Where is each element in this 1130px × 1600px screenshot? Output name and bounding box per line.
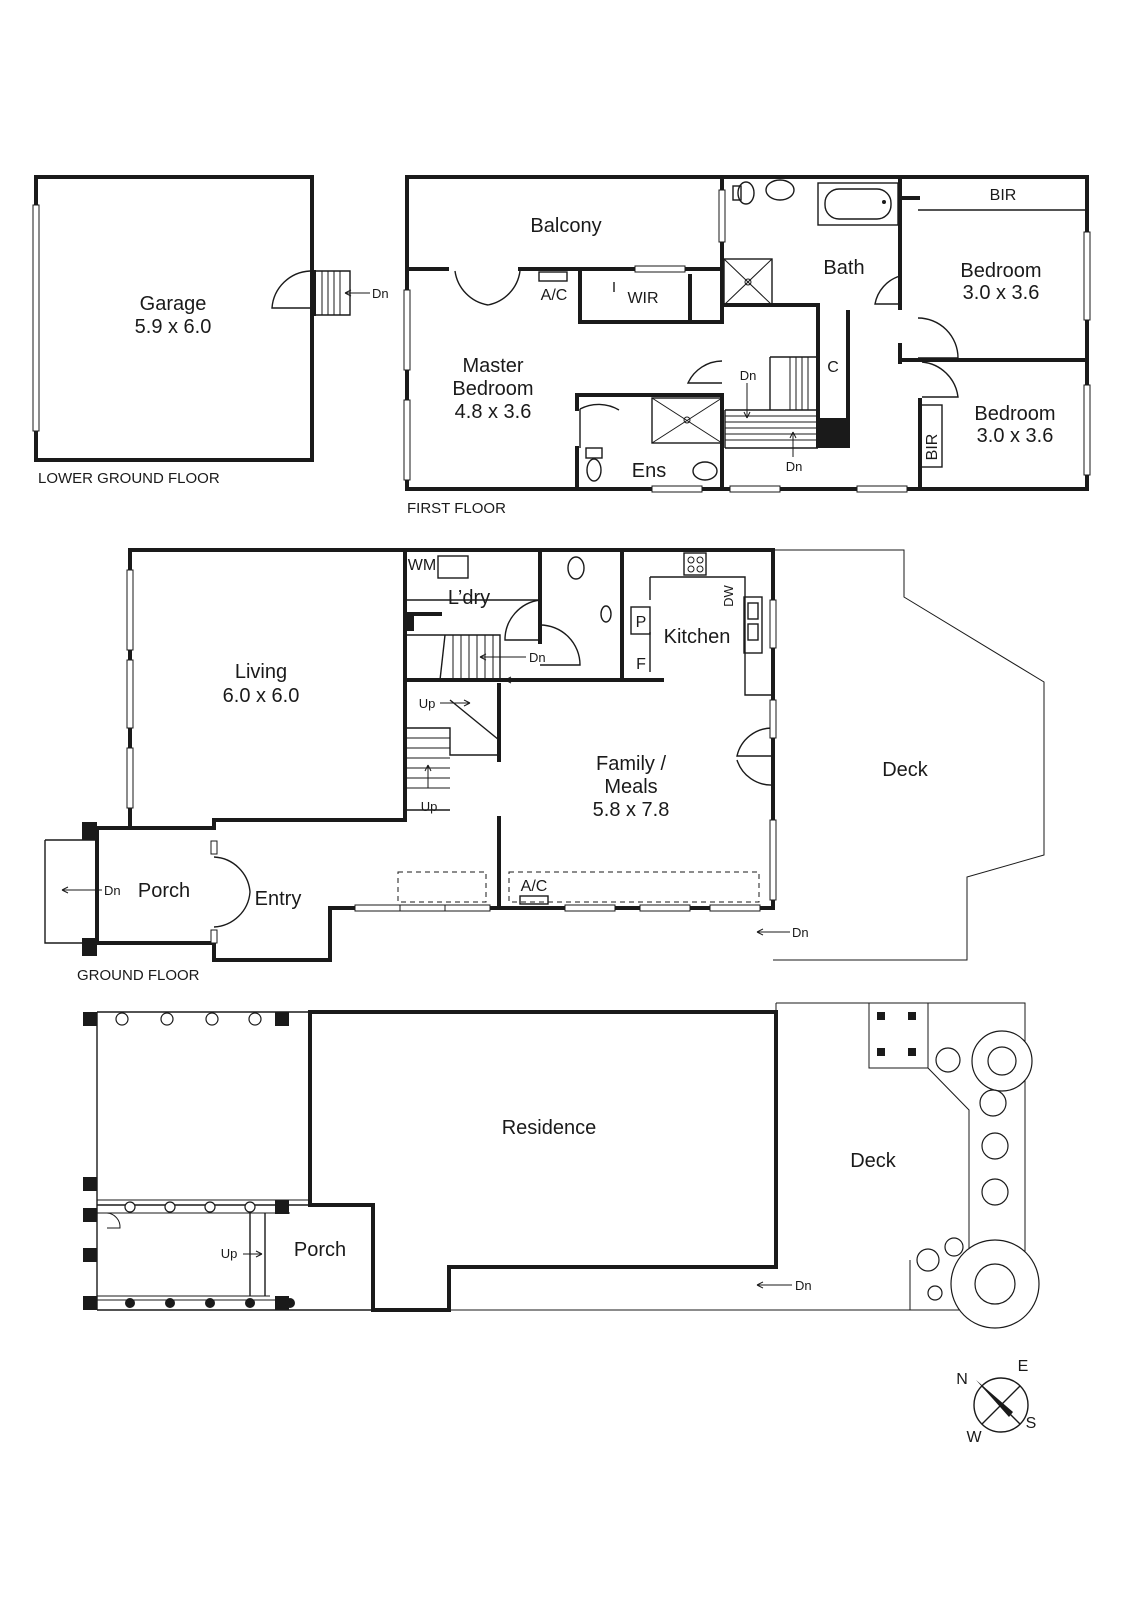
compass-w: W xyxy=(966,1429,982,1446)
kitchen-label: Kitchen xyxy=(664,626,731,648)
first-floor: BIR BIR Balcony A/C WIR Bath Bedroom 3.0… xyxy=(403,175,1091,517)
bedroom2-size: 3.0 x 3.6 xyxy=(977,425,1054,447)
living-label: Living xyxy=(235,661,287,683)
entry-label: Entry xyxy=(255,888,302,910)
bedroom2-label: Bedroom xyxy=(974,403,1055,425)
garage-window xyxy=(32,204,40,432)
family-size: 5.8 x 7.8 xyxy=(593,799,670,821)
lower-ground-floor: Dn Garage 5.9 x 6.0 LOWER GROUND FLOOR xyxy=(32,175,389,487)
site-up-label: Up xyxy=(221,1246,238,1261)
first-floor-outer-walls xyxy=(405,175,1089,491)
ground-floor-stair xyxy=(404,634,527,811)
pergola-posts xyxy=(115,1012,295,1308)
ground-floor: WM L’dry Living 6.0 x 6.0 Kitchen DW P F… xyxy=(44,548,1045,984)
meals-label: Meals xyxy=(604,776,657,798)
living-size: 6.0 x 6.0 xyxy=(223,685,300,707)
wm-label: WM xyxy=(408,557,436,574)
garage-size: 5.9 x 6.0 xyxy=(135,316,212,338)
bedroom1-size: 3.0 x 3.6 xyxy=(963,282,1040,304)
dw-label: DW xyxy=(721,584,736,606)
wir-label: WIR xyxy=(627,290,658,307)
garage-dn-label: Dn xyxy=(372,286,389,301)
deck-label: Deck xyxy=(882,759,929,781)
family-label: Family / xyxy=(596,753,666,775)
stair-up-top: Up xyxy=(419,696,436,711)
ground-floor-outer-walls xyxy=(95,548,775,962)
bath-label: Bath xyxy=(823,257,864,279)
residence-label: Residence xyxy=(502,1117,597,1139)
stair-up-bottom: Up xyxy=(421,799,438,814)
master-bedroom-label: Master xyxy=(462,355,523,377)
compass-n: N xyxy=(956,1371,968,1388)
site-porch-label: Porch xyxy=(294,1239,346,1261)
master-bedroom-label-2: Bedroom xyxy=(452,378,533,400)
first-floor-caption: FIRST FLOOR xyxy=(407,500,506,517)
cupboard-label: C xyxy=(827,359,839,376)
lower-ground-caption: LOWER GROUND FLOOR xyxy=(38,470,220,487)
site-deck-label: Deck xyxy=(850,1150,897,1172)
compass-s: S xyxy=(1026,1415,1037,1432)
laundry-label: L’dry xyxy=(448,587,490,609)
bir-top-label: BIR xyxy=(990,187,1017,204)
bedroom1-label: Bedroom xyxy=(960,260,1041,282)
site-plan: Residence Deck Porch Up Dn xyxy=(83,1002,1040,1329)
master-bedroom-size: 4.8 x 3.6 xyxy=(455,401,532,423)
porch-dn-label: Dn xyxy=(104,883,121,898)
garage-stair xyxy=(271,270,370,316)
garage-label: Garage xyxy=(140,293,207,315)
stair-dn-label: Dn xyxy=(529,650,546,665)
garden-trees xyxy=(916,1030,1040,1329)
porch-label: Porch xyxy=(138,880,190,902)
deck-outline xyxy=(773,549,1045,961)
site-dn-label: Dn xyxy=(795,1278,812,1293)
pantry-label: P xyxy=(636,614,647,631)
compass-icon: N E S W xyxy=(956,1358,1036,1446)
ground-ac-label: A/C xyxy=(521,878,548,895)
residence-outline xyxy=(308,1010,778,1312)
balcony-label: Balcony xyxy=(530,215,601,237)
first-floor-stair xyxy=(724,356,818,457)
deck-dn-label: Dn xyxy=(792,925,809,940)
ground-floor-caption: GROUND FLOOR xyxy=(77,967,200,984)
ac-label: A/C xyxy=(541,287,568,304)
stair-dn-top: Dn xyxy=(740,368,757,383)
ensuite-label: Ens xyxy=(632,460,666,482)
fridge-label: F xyxy=(636,656,646,673)
bir-side-label: BIR xyxy=(924,434,941,461)
compass-e: E xyxy=(1018,1358,1029,1375)
stair-dn-bottom: Dn xyxy=(786,459,803,474)
